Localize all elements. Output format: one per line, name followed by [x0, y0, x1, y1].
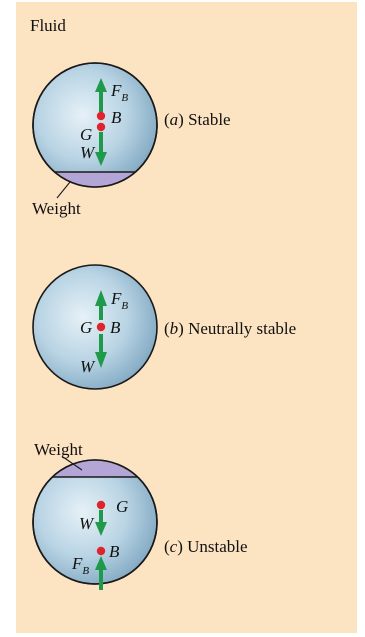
center-of-buoyancy-point-a: [96, 111, 106, 121]
center-of-gravity-point-c: [96, 500, 106, 510]
fluid-label: Fluid: [30, 16, 66, 35]
point-b-label-b: B: [110, 318, 121, 337]
weight-symbol-label-c: W: [79, 514, 95, 533]
center-of-buoyancy-point-c: [96, 546, 106, 556]
force-buoyancy-label-b: FB: [110, 289, 128, 312]
point-g-label-a: G: [80, 125, 92, 144]
weight-label-a: Weight: [32, 199, 81, 218]
case-a-stable: FB B G W (a) Stable Weight: [32, 62, 231, 218]
force-buoyancy-label-c: FB: [71, 554, 89, 577]
point-b-label-a: B: [111, 108, 122, 127]
center-point-b: [96, 322, 106, 332]
point-g-label-b: G: [80, 318, 92, 337]
weight-label-c: Weight: [34, 440, 83, 459]
case-b-neutral: FB B G W (b) Neutrally stable: [32, 264, 296, 390]
weight-symbol-label-b: W: [80, 357, 96, 376]
caption-c: (c) Unstable: [164, 537, 248, 556]
caption-a: (a) Stable: [164, 110, 231, 129]
center-of-gravity-point-a: [96, 122, 106, 132]
weight-leader-a: [56, 181, 71, 199]
sphere-b: [32, 264, 158, 390]
weight-symbol-label-a: W: [80, 143, 96, 162]
weight-region-a: [33, 172, 157, 187]
case-c-unstable: G W B FB (c) Unstable Weight: [32, 440, 248, 590]
weight-leader-c: [62, 456, 83, 471]
point-b-label-c: B: [109, 542, 120, 561]
point-g-label-c: G: [116, 497, 128, 516]
force-buoyancy-label-a: FB: [110, 81, 128, 104]
caption-b: (b) Neutrally stable: [164, 319, 296, 338]
